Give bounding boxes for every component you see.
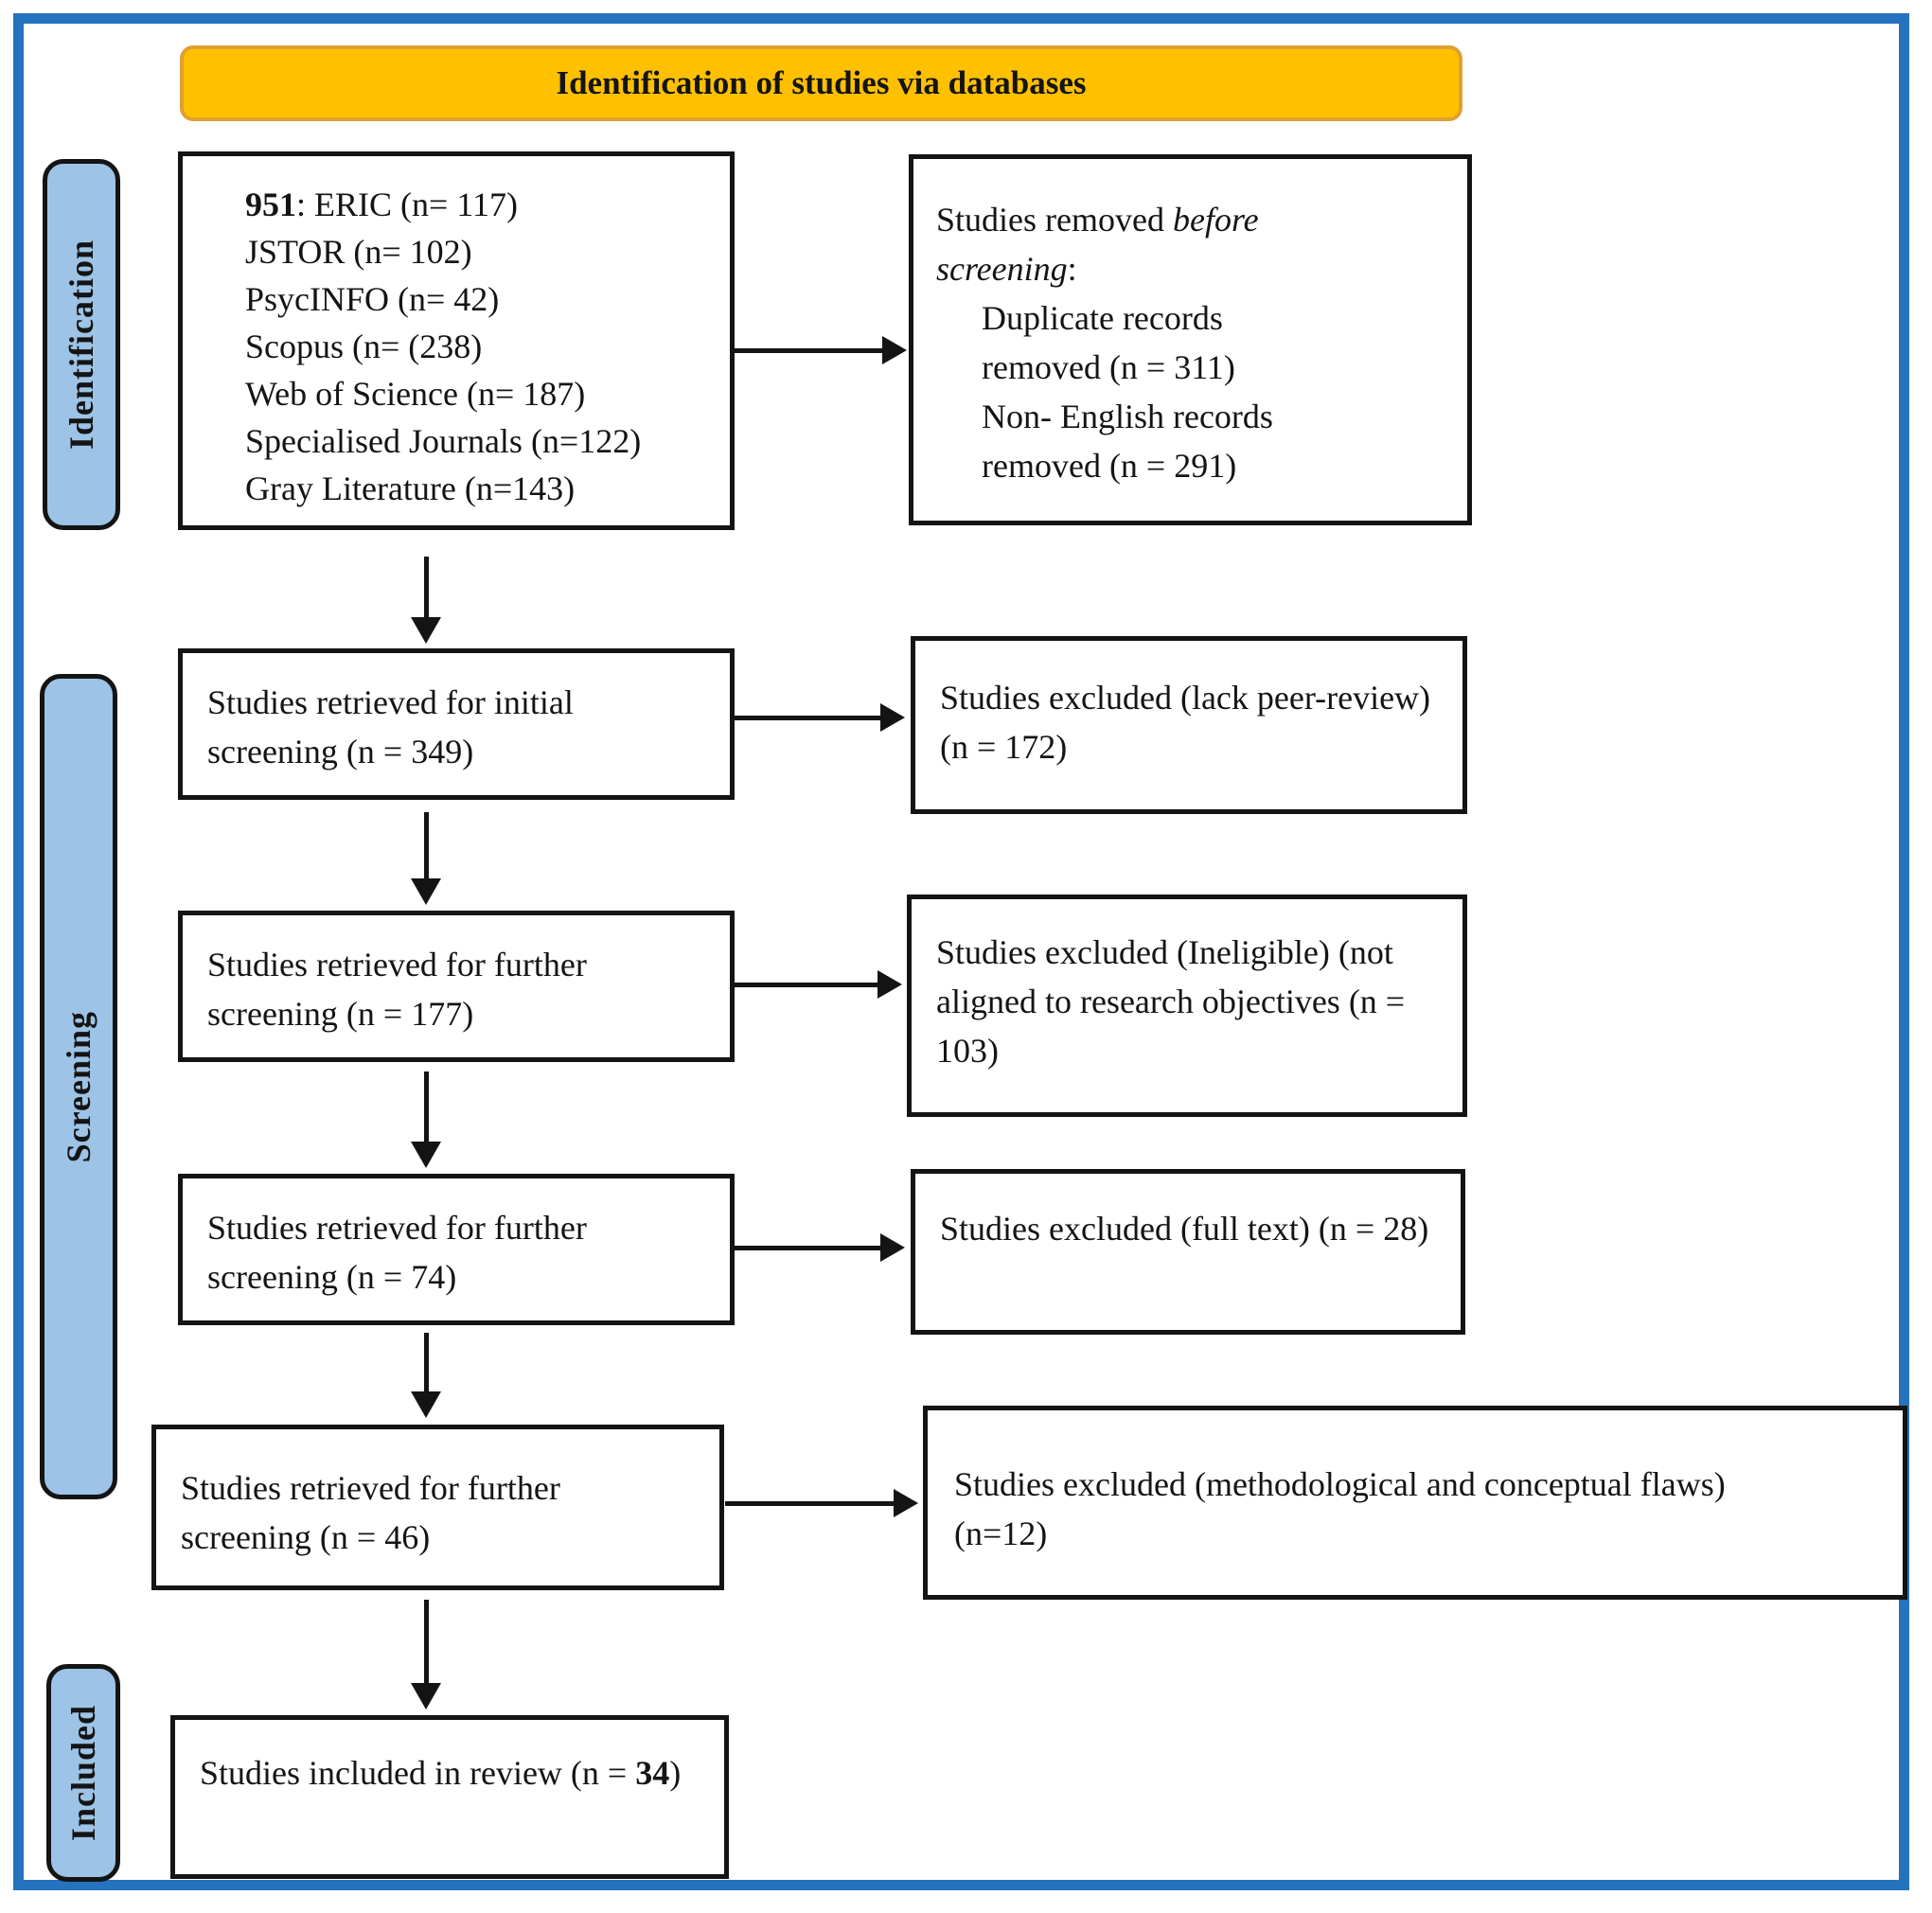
further-screening-46-box: Studies retrieved for further screening … <box>151 1425 724 1590</box>
removed-box-item: Non- English records removed (n = 291) <box>982 398 1273 485</box>
banner-title-text: Identification of studies via databases <box>556 64 1087 101</box>
excluded-peer-review-box: Studies excluded (lack peer-review) (n =… <box>911 636 1467 814</box>
stage-label-included: Included <box>46 1664 120 1882</box>
excluded-full-text-box: Studies excluded (full text) (n = 28) <box>911 1169 1465 1335</box>
databases-line-total: 951: ERIC (n= 117) <box>245 186 518 223</box>
included-in-review-box: Studies included in review (n = 34) <box>170 1715 729 1879</box>
further-screening-74-box: Studies retrieved for further screening … <box>178 1174 735 1325</box>
further-screening-177-box: Studies retrieved for further screening … <box>178 911 735 1062</box>
outer-frame <box>13 13 1909 1890</box>
excluded-methodological-box: Studies excluded (methodological and con… <box>923 1406 1907 1600</box>
databases-line: Specialised Journals (n=122) <box>245 422 642 460</box>
databases-box: 951: ERIC (n= 117) JSTOR (n= 102) PsycIN… <box>178 151 735 530</box>
right-arrow-icon <box>735 335 907 365</box>
right-arrow-icon <box>735 702 905 733</box>
databases-line: Gray Literature (n=143) <box>245 469 576 507</box>
included-box-text: Studies included in review (n = 34) <box>200 1754 682 1792</box>
initial-screening-box: Studies retrieved for initial screening … <box>178 648 735 800</box>
stage-label-screening: Screening <box>40 674 117 1499</box>
databases-line: Scopus (n= (238) <box>245 328 483 365</box>
removed-before-screening-box: Studies removed before screening: Duplic… <box>909 154 1472 525</box>
right-arrow-icon <box>735 1232 905 1263</box>
down-arrow-icon <box>411 812 441 905</box>
right-arrow-icon <box>725 1488 918 1518</box>
databases-line: PsycINFO (n= 42) <box>245 280 500 318</box>
down-arrow-icon <box>411 1072 441 1168</box>
stage-label-identification: Identification <box>43 159 120 530</box>
banner-title: Identification of studies via databases <box>180 45 1462 121</box>
databases-line: JSTOR (n= 102) <box>245 233 472 271</box>
down-arrow-icon <box>411 557 441 644</box>
removed-box-item: Duplicate records removed (n = 311) <box>982 299 1235 386</box>
down-arrow-icon <box>411 1600 441 1709</box>
down-arrow-icon <box>411 1333 441 1418</box>
databases-line: Web of Science (n= 187) <box>245 375 586 413</box>
excluded-ineligible-box: Studies excluded (Ineligible) (not align… <box>907 895 1467 1117</box>
right-arrow-icon <box>735 969 902 1000</box>
removed-box-title: Studies removed before screening: <box>936 201 1259 288</box>
